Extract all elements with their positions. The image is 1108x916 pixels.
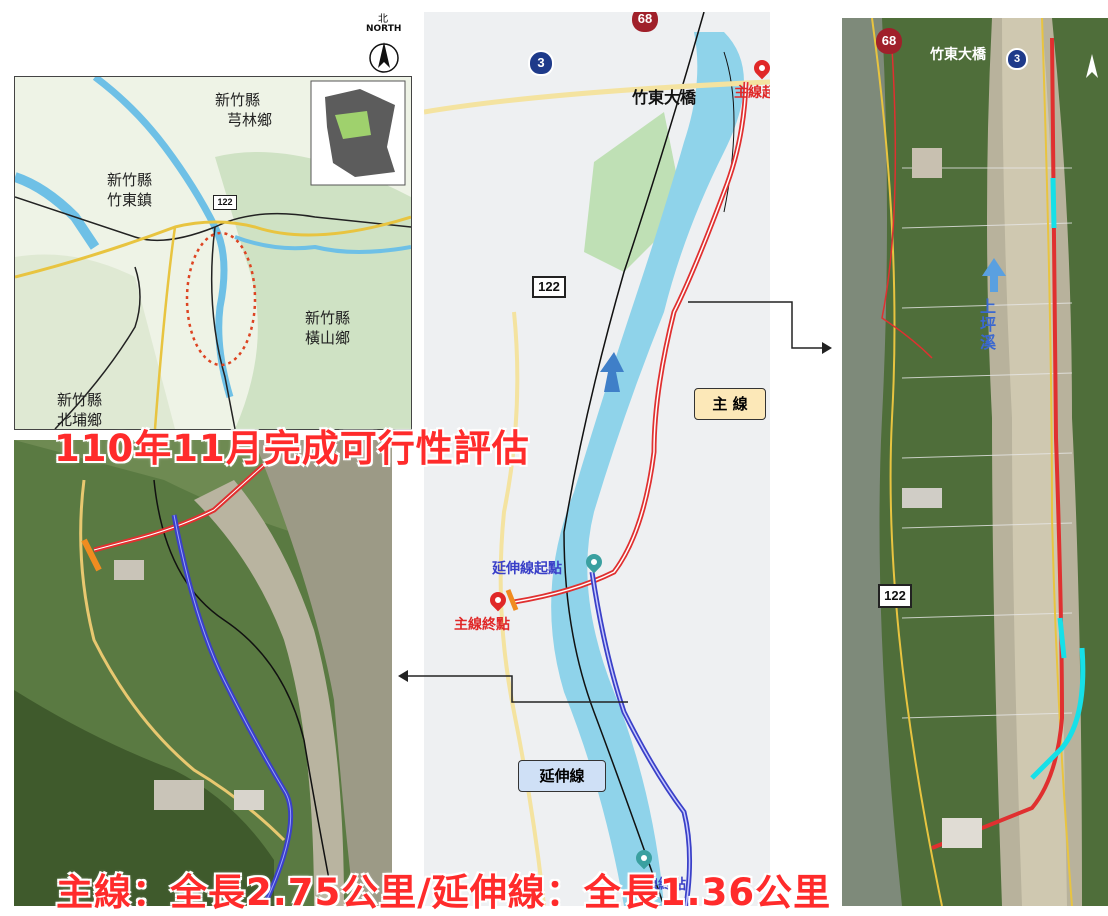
compass-north-chinese: 北 [378, 14, 388, 25]
label-qionglin-county: 新竹縣 [215, 91, 261, 109]
route-68-shield-right: 68 [876, 28, 902, 54]
label-hengshan-county: 新竹縣 [305, 309, 351, 327]
north-compass: 北 NORTH [362, 10, 406, 80]
title-route-lengths: 主線：全長2.75公里/延伸線：全長1.36公里 [56, 871, 832, 914]
label-zhudong-town: 竹東鎮 [107, 191, 153, 209]
river-label-right: 上坪溪 [979, 297, 996, 352]
satellite-right-graphic [842, 18, 1108, 906]
admin-map-graphic [15, 77, 411, 429]
satellite-left-graphic [14, 440, 392, 906]
right-satellite-map: 68 3 竹東大橋 上坪溪 122 [842, 18, 1108, 906]
ext-start-label: 延伸線起點 [492, 561, 562, 577]
label-beipu-town: 北埔鄉 [57, 411, 103, 429]
route-68-shield: 68 [632, 12, 658, 32]
compass-north-english: NORTH [366, 24, 402, 34]
label-qionglin-town: 芎林鄉 [227, 111, 273, 129]
north-arrow-icon [369, 42, 399, 73]
label-hengshan-town: 橫山鄉 [305, 329, 351, 347]
top-left-admin-map: 新竹縣 芎林鄉 新竹縣 竹東鎮 新竹縣 橫山鄉 新竹縣 北埔鄉 122 [14, 76, 412, 430]
bottom-left-satellite-map [14, 440, 392, 906]
road-122-shield-center: 122 [532, 276, 566, 298]
route-3-shield: 3 [528, 50, 554, 76]
bridge-label-right: 竹東大橋 [930, 47, 986, 63]
center-route-map: 68 3 竹東大橋 主線起點 122 主 線 延伸線起點 主線終點 延伸線 線終… [424, 12, 770, 906]
center-map-graphic [424, 12, 770, 906]
route-3-shield-right: 3 [1006, 48, 1028, 70]
north-arrow-icon-right [1086, 54, 1098, 78]
ext-end-label: 線終點 [644, 877, 686, 893]
bridge-label: 竹東大橋 [632, 88, 697, 107]
road-122-shield: 122 [213, 195, 237, 210]
callout-extension-line: 延伸線 [518, 760, 606, 792]
main-end-label: 主線終點 [454, 617, 510, 633]
main-start-label: 主線起點 [734, 85, 770, 101]
road-122-shield-right: 122 [878, 584, 912, 608]
label-zhudong-county: 新竹縣 [107, 171, 153, 189]
callout-main-line: 主 線 [694, 388, 766, 420]
title-feasibility-completed: 110年11月完成可行性評估 [54, 427, 530, 470]
label-beipu-county: 新竹縣 [57, 391, 103, 409]
